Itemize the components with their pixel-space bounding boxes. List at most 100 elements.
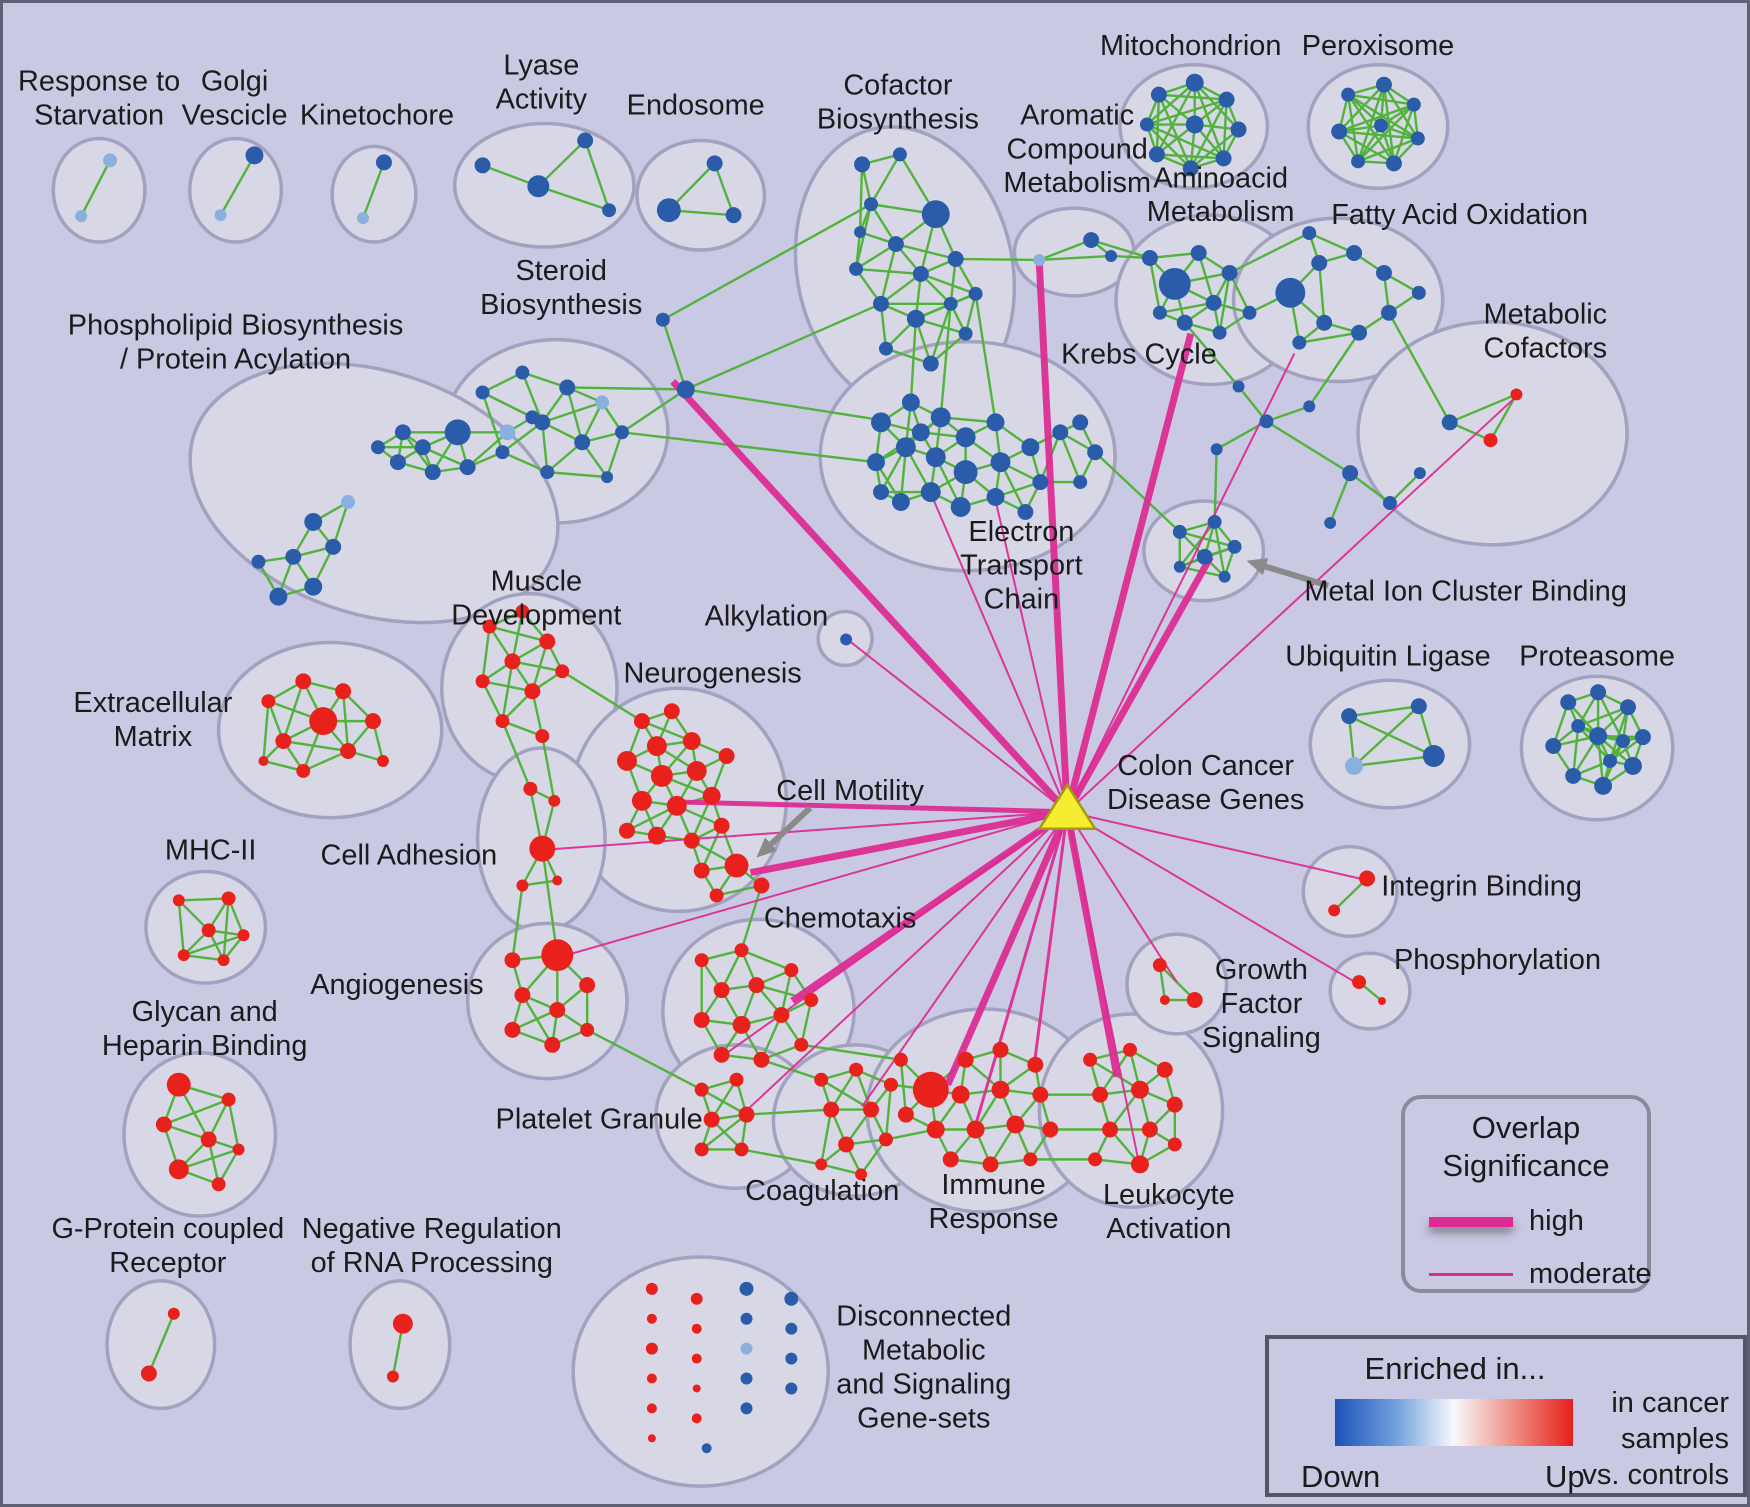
gene-set-node <box>897 1106 914 1123</box>
label-golgi-vescicle: Golgi <box>201 66 268 98</box>
gene-set-edge <box>482 371 523 394</box>
gene-set-node <box>1382 496 1397 510</box>
cluster-ellipse-glycan-heparin-binding <box>122 1051 278 1218</box>
inter-cluster-edge <box>741 1148 822 1166</box>
gene-set-edge <box>1338 83 1385 133</box>
gene-set-node <box>389 454 406 471</box>
gene-set-node <box>1565 767 1582 784</box>
gene-set-node <box>1218 91 1235 108</box>
enrichment-up-label: Up <box>1545 1459 1585 1494</box>
gene-set-node <box>140 1365 157 1382</box>
gene-set-edge <box>1059 431 1082 483</box>
gene-set-node <box>541 939 574 972</box>
gene-set-node <box>357 212 370 225</box>
gene-set-node <box>690 1292 703 1305</box>
gene-set-node <box>804 993 819 1007</box>
label-muscle-development: Development <box>451 600 621 632</box>
label-extracellular-matrix: Matrix <box>114 721 193 753</box>
gene-set-edge <box>920 272 977 295</box>
gene-set-node <box>694 1082 709 1097</box>
enrichment-note-line1: in cancer <box>1611 1387 1729 1419</box>
label-metabolic-cofactors: Metabolic <box>1484 299 1608 331</box>
gene-set-node <box>740 1342 753 1355</box>
moderate-significance-edge <box>1066 811 1140 1164</box>
gene-set-node <box>1303 400 1316 413</box>
inter-cluster-edge <box>1090 238 1151 260</box>
label-aminoacid-metabolism: Aminoacid <box>1153 162 1288 194</box>
gene-set-node <box>304 512 323 531</box>
inter-cluster-edge <box>621 431 877 464</box>
gene-set-edge <box>1353 705 1420 767</box>
cluster-ellipse-response-to-starvation <box>51 136 147 244</box>
gene-set-node <box>873 295 889 312</box>
gene-set-node <box>602 203 617 218</box>
gene-set-node <box>713 982 730 999</box>
gene-set-edge <box>1213 521 1226 577</box>
label-negative-regulation-rna-processing: Negative Regulation <box>302 1213 562 1245</box>
gene-set-node <box>686 760 707 781</box>
gene-set-node <box>1190 245 1207 261</box>
gene-set-edge <box>163 1098 230 1126</box>
gene-set-node <box>871 412 891 433</box>
inter-cluster-edge <box>511 885 524 961</box>
gene-set-edge <box>760 1014 783 1061</box>
gene-set-edge <box>855 267 921 276</box>
gene-set-node <box>1316 314 1333 331</box>
gene-set-node <box>1185 115 1204 134</box>
gene-set-node <box>1352 975 1367 990</box>
gene-set-edge <box>820 1109 833 1165</box>
gene-set-node <box>901 393 920 412</box>
inter-cluster-edge <box>661 319 687 390</box>
enrichment-note: in cancer samples vs. controls <box>1582 1385 1729 1493</box>
gene-set-edge <box>929 303 952 364</box>
gene-set-node <box>1083 1052 1098 1067</box>
gene-set-edge <box>1348 705 1419 718</box>
gene-set-node <box>921 200 950 229</box>
gene-set-node <box>504 653 521 670</box>
gene-set-node <box>504 952 521 969</box>
gene-set-node <box>849 261 864 276</box>
gene-set-node <box>166 1072 191 1097</box>
inter-cluster-edge <box>1349 472 1391 504</box>
gene-set-node <box>495 445 510 460</box>
gene-set-node <box>1148 146 1165 163</box>
gene-set-node <box>1242 305 1257 320</box>
high-significance-edge <box>749 808 1068 876</box>
gene-set-node <box>922 355 939 372</box>
gene-set-node <box>982 1156 999 1173</box>
gene-set-node <box>168 1159 189 1180</box>
gene-set-edge <box>466 431 509 469</box>
gene-set-edge <box>1159 301 1214 314</box>
gene-set-node <box>515 604 530 619</box>
gene-set-node <box>854 226 867 239</box>
gene-set-node <box>1072 414 1089 431</box>
label-metabolic-cofactors: Cofactors <box>1484 333 1608 365</box>
inter-cluster-edge <box>955 257 1040 262</box>
label-growth-factor-signaling: Signaling <box>1202 1022 1321 1054</box>
gene-set-node <box>524 683 541 700</box>
gene-set-edge <box>147 1313 175 1374</box>
moderate-significance-edge <box>845 637 1068 813</box>
inter-cluster-edge <box>685 302 882 391</box>
high-significance-edge <box>1063 332 1195 813</box>
gene-set-edge <box>869 153 901 205</box>
gene-set-node <box>1341 708 1358 725</box>
moderate-significance-edge <box>1066 353 1296 813</box>
gene-set-edge <box>1197 252 1215 304</box>
gene-set-edge <box>1146 98 1227 126</box>
gene-set-edge <box>701 1088 748 1116</box>
gene-set-node <box>1139 117 1154 132</box>
gene-set-node <box>650 764 673 787</box>
gene-set-edge <box>501 661 514 722</box>
gene-set-edge <box>895 242 956 261</box>
gene-set-node <box>992 1041 1009 1058</box>
label-kinetochore: Kinetochore <box>300 100 454 132</box>
gene-set-node <box>713 1046 730 1063</box>
gene-set-node <box>1156 1061 1173 1078</box>
gene-set-node <box>1620 699 1636 716</box>
gene-set-node <box>1259 414 1274 429</box>
gene-set-edge <box>282 680 305 742</box>
gene-set-node <box>285 548 302 565</box>
gene-set-node <box>1589 727 1608 746</box>
gene-set-node <box>958 326 973 341</box>
